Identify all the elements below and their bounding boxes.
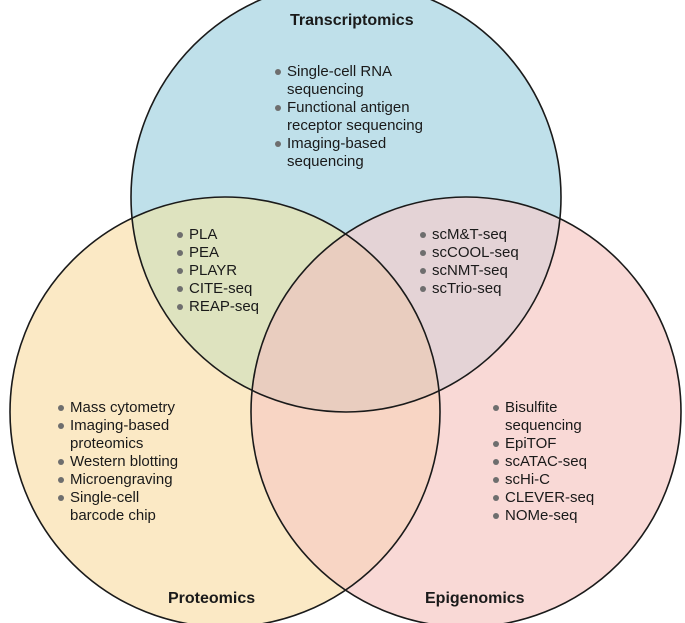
transcriptomics-circle-outline	[130, 0, 562, 413]
method-label: PLAYR	[189, 262, 238, 279]
list-item: Western blotting	[58, 453, 178, 471]
bullet-icon	[177, 304, 183, 310]
transcriptomics-epigenomics-methods-list: scM&T-seq scCOOL-seq scNMT-seq scTrio-se…	[420, 226, 519, 298]
method-label: REAP-seq	[189, 298, 260, 315]
bullet-icon	[420, 232, 426, 238]
transcriptomics-methods-list: Single-cell RNA sequencing Functional an…	[275, 63, 423, 171]
method-label: CITE-seq	[189, 280, 253, 297]
list-item: PLA	[177, 226, 259, 244]
transcriptomics-proteomics-methods-list: PLA PEA PLAYR CITE-seq REAP-seq	[177, 226, 259, 316]
epigenomics-circle-outline	[250, 196, 682, 623]
list-item: scHi-C	[493, 471, 594, 489]
method-label: PLA	[189, 226, 218, 243]
bullet-icon	[275, 141, 281, 147]
list-item: Mass cytometry	[58, 399, 178, 417]
bullet-icon	[493, 441, 499, 447]
method-label: Single-cell RNA sequencing	[287, 63, 393, 98]
list-item: REAP-seq	[177, 298, 259, 316]
bullet-icon	[177, 286, 183, 292]
bullet-icon	[177, 268, 183, 274]
bullet-icon	[177, 232, 183, 238]
epigenomics-title: Epigenomics	[425, 590, 525, 607]
list-item: CLEVER-seq	[493, 489, 594, 507]
method-label: scCOOL-seq	[432, 244, 519, 261]
method-label: Mass cytometry	[70, 399, 176, 416]
bullet-icon	[493, 477, 499, 483]
list-item: CITE-seq	[177, 280, 259, 298]
method-label: Functional antigen receptor sequencing	[287, 99, 423, 134]
method-label: scM&T-seq	[432, 226, 508, 243]
bullet-icon	[493, 405, 499, 411]
bullet-icon	[275, 69, 281, 75]
bullet-icon	[58, 459, 64, 465]
list-item: Microengraving	[58, 471, 178, 489]
transcriptomics-title: Transcriptomics	[290, 12, 414, 29]
bullet-icon	[493, 495, 499, 501]
list-item: scNMT-seq	[420, 262, 519, 280]
method-label: Imaging-based proteomics	[70, 417, 170, 452]
method-label: Microengraving	[70, 471, 173, 488]
list-item: PEA	[177, 244, 259, 262]
method-label: scTrio-seq	[432, 280, 502, 297]
list-item: scCOOL-seq	[420, 244, 519, 262]
list-item: Single-cell RNA sequencing	[275, 63, 423, 99]
list-item: scATAC-seq	[493, 453, 594, 471]
list-item: Imaging-based proteomics	[58, 417, 178, 453]
method-label: PEA	[189, 244, 220, 261]
proteomics-methods-list: Mass cytometry Imaging-based proteomics …	[58, 399, 178, 525]
proteomics-title: Proteomics	[168, 590, 256, 607]
bullet-icon	[275, 105, 281, 111]
list-item: EpiTOF	[493, 435, 594, 453]
bullet-icon	[58, 405, 64, 411]
bullet-icon	[420, 286, 426, 292]
list-item: Single-cell barcode chip	[58, 489, 178, 525]
list-item: Bisulfite sequencing	[493, 399, 594, 435]
bullet-icon	[420, 250, 426, 256]
list-item: scTrio-seq	[420, 280, 519, 298]
method-label: scNMT-seq	[432, 262, 508, 279]
method-label: scATAC-seq	[505, 453, 587, 470]
bullet-icon	[58, 477, 64, 483]
method-label: Single-cell barcode chip	[70, 489, 156, 524]
bullet-icon	[177, 250, 183, 256]
epigenomics-methods-list: Bisulfite sequencing EpiTOF scATAC-seq s…	[493, 399, 594, 525]
bullet-icon	[58, 495, 64, 501]
list-item: Imaging-based sequencing	[275, 135, 423, 171]
list-item: NOMe-seq	[493, 507, 594, 525]
bullet-icon	[420, 268, 426, 274]
method-label: EpiTOF	[505, 435, 557, 452]
proteomics-circle-outline	[9, 196, 441, 623]
list-item: Functional antigen receptor sequencing	[275, 99, 423, 135]
bullet-icon	[493, 459, 499, 465]
list-item: PLAYR	[177, 262, 259, 280]
method-label: scHi-C	[505, 471, 550, 488]
bullet-icon	[58, 423, 64, 429]
method-label: CLEVER-seq	[505, 489, 595, 506]
method-label: Western blotting	[70, 453, 179, 470]
list-item: scM&T-seq	[420, 226, 519, 244]
overlap-all-three	[251, 197, 440, 412]
method-label: Imaging-based sequencing	[287, 135, 387, 170]
method-label: NOMe-seq	[505, 507, 578, 524]
method-label: Bisulfite sequencing	[505, 399, 582, 434]
bullet-icon	[493, 513, 499, 519]
